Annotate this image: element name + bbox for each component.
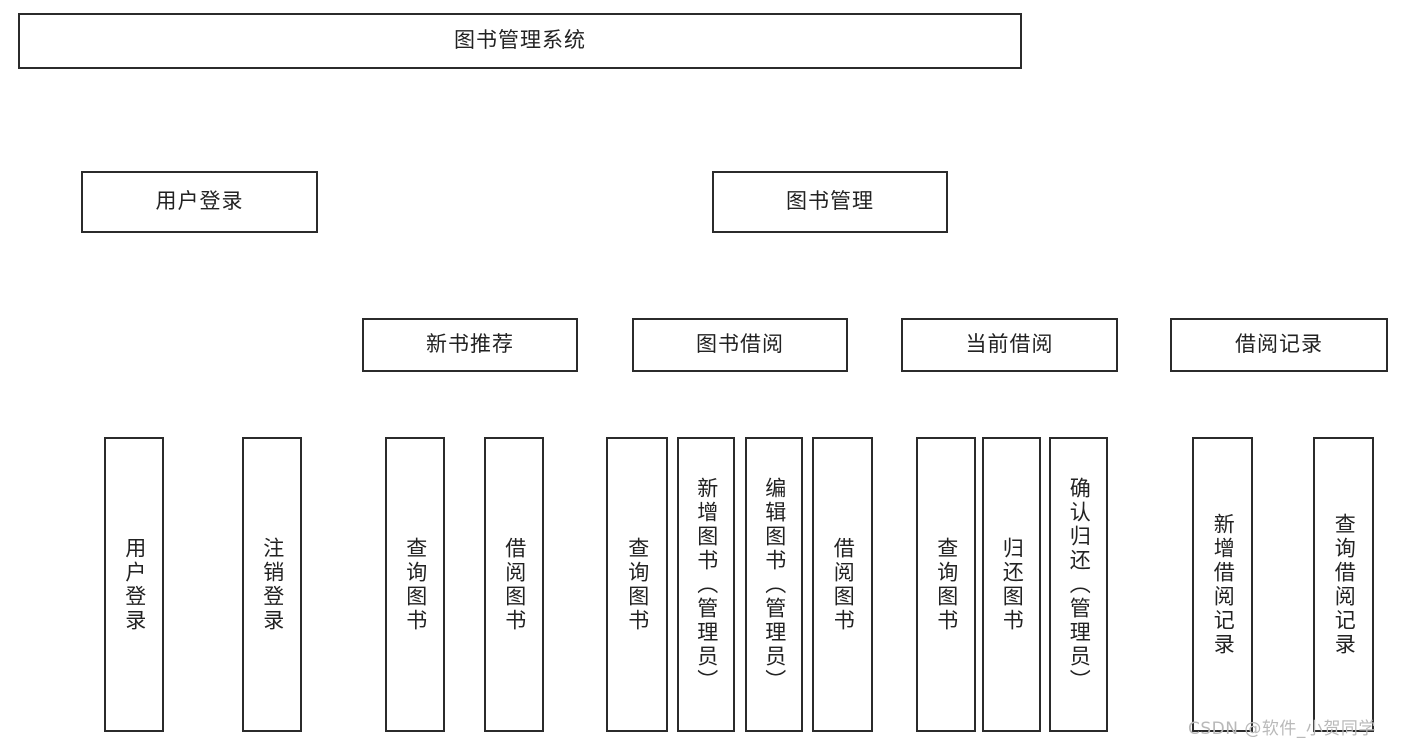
node-leaf-query-borrow-record[interactable]: 查询借阅记录 — [1313, 437, 1374, 732]
node-label: 图书管理 — [786, 189, 874, 214]
node-book-borrow[interactable]: 图书借阅 — [632, 318, 848, 372]
node-leaf-borrow-book[interactable]: 借阅图书 — [812, 437, 873, 732]
node-label: 新增借阅记录 — [1211, 512, 1236, 657]
node-label: 图书管理系统 — [454, 28, 586, 53]
node-label: 当前借阅 — [965, 332, 1054, 357]
node-label: 新增图书（管理员） — [694, 476, 719, 693]
node-leaf-edit-book-admin[interactable]: 编辑图书（管理员） — [745, 437, 803, 732]
node-label: 图书借阅 — [696, 332, 784, 357]
node-leaf-add-book-admin[interactable]: 新增图书（管理员） — [677, 437, 735, 732]
node-label: 用户登录 — [122, 536, 147, 633]
node-label: 新书推荐 — [426, 332, 514, 357]
node-leaf-return-book[interactable]: 归还图书 — [982, 437, 1041, 732]
node-leaf-logout-login[interactable]: 注销登录 — [242, 437, 302, 732]
node-user-login[interactable]: 用户登录 — [81, 171, 318, 233]
node-label: 借阅图书 — [502, 536, 527, 633]
node-label: 注销登录 — [260, 536, 285, 633]
node-label: 确认归还（管理员） — [1067, 476, 1092, 693]
node-label: 查询图书 — [934, 536, 959, 633]
node-current-borrow[interactable]: 当前借阅 — [901, 318, 1118, 372]
node-label: 编辑图书（管理员） — [762, 476, 787, 693]
node-new-book-recommend[interactable]: 新书推荐 — [362, 318, 578, 372]
node-label: 用户登录 — [155, 189, 244, 214]
node-label: 查询图书 — [625, 536, 650, 633]
node-leaf-add-borrow-record[interactable]: 新增借阅记录 — [1192, 437, 1253, 732]
node-label: 归还图书 — [1000, 536, 1025, 633]
node-root[interactable]: 图书管理系统 — [18, 13, 1022, 69]
node-leaf-query-book-current[interactable]: 查询图书 — [916, 437, 976, 732]
node-label: 查询图书 — [403, 536, 428, 633]
node-leaf-query-book-borrow[interactable]: 查询图书 — [606, 437, 668, 732]
node-leaf-borrow-book-rec[interactable]: 借阅图书 — [484, 437, 544, 732]
node-label: 借阅图书 — [831, 536, 856, 633]
node-leaf-user-login[interactable]: 用户登录 — [104, 437, 164, 732]
node-leaf-confirm-return-admin[interactable]: 确认归还（管理员） — [1049, 437, 1108, 732]
node-label: 借阅记录 — [1235, 332, 1323, 357]
node-label: 查询借阅记录 — [1332, 512, 1357, 657]
node-book-manage[interactable]: 图书管理 — [712, 171, 948, 233]
node-leaf-query-book-rec[interactable]: 查询图书 — [385, 437, 445, 732]
node-borrow-record[interactable]: 借阅记录 — [1170, 318, 1388, 372]
csdn-watermark: CSDN @软件_小贺同学 — [1188, 719, 1376, 739]
